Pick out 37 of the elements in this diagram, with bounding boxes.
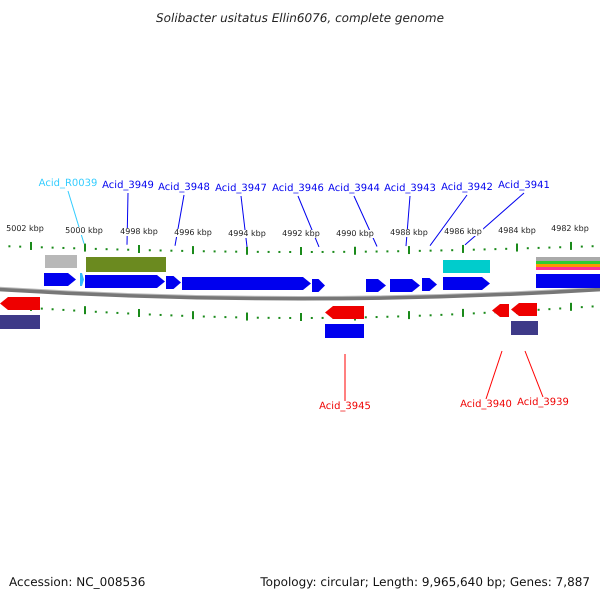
scale-label: 4992 kbp <box>281 230 321 238</box>
leader-line <box>406 196 410 247</box>
gene-label: Acid_R0039 <box>38 179 98 189</box>
scale-label: 4998 kbp <box>119 228 159 236</box>
leader-line <box>354 196 378 248</box>
scale-label: 4986 kbp <box>443 228 483 236</box>
scale-ruler <box>8 242 594 255</box>
leader-line <box>68 190 84 244</box>
scale-label: 5002 kbp <box>5 225 45 233</box>
scale-label: 4984 kbp <box>497 227 537 235</box>
leader-line <box>486 350 502 400</box>
gene-label: Acid_3943 <box>384 184 436 194</box>
leader-line <box>240 196 248 248</box>
gene-label: Acid_3939 <box>517 398 569 408</box>
gene-label: Acid_3942 <box>441 183 493 193</box>
scale-label: 4990 kbp <box>335 230 375 238</box>
scale-label: 5000 kbp <box>64 227 104 235</box>
footer-text: Topology: circular; Length: 9,965,640 bp; Genes: 7,887 <box>260 576 590 588</box>
gene-label: Acid_3941 <box>498 181 550 191</box>
scale-label: 4996 kbp <box>173 229 213 237</box>
gene-label: Acid_3947 <box>215 184 267 194</box>
leader-line <box>464 192 524 246</box>
gene-label: Acid_3946 <box>272 184 324 194</box>
leader-line <box>344 354 346 402</box>
leader-line <box>174 194 184 246</box>
leader-line <box>524 350 544 398</box>
gene-label: Acid_3944 <box>328 184 380 194</box>
scale-label: 4982 kbp <box>550 225 590 233</box>
gene-label: Acid_3945 <box>319 402 371 412</box>
gene-label: Acid_3940 <box>460 400 512 410</box>
scale-label: 4988 kbp <box>389 229 429 237</box>
gene-label: Acid_3948 <box>158 183 210 193</box>
scale-label: 4994 kbp <box>227 230 267 238</box>
leader-line <box>430 194 468 246</box>
gene-label: Acid_3949 <box>102 181 154 191</box>
footer-text: Accession: NC_008536 <box>9 576 146 588</box>
title: Solibacter usitatus Ellin6076, complete genome <box>155 12 445 24</box>
